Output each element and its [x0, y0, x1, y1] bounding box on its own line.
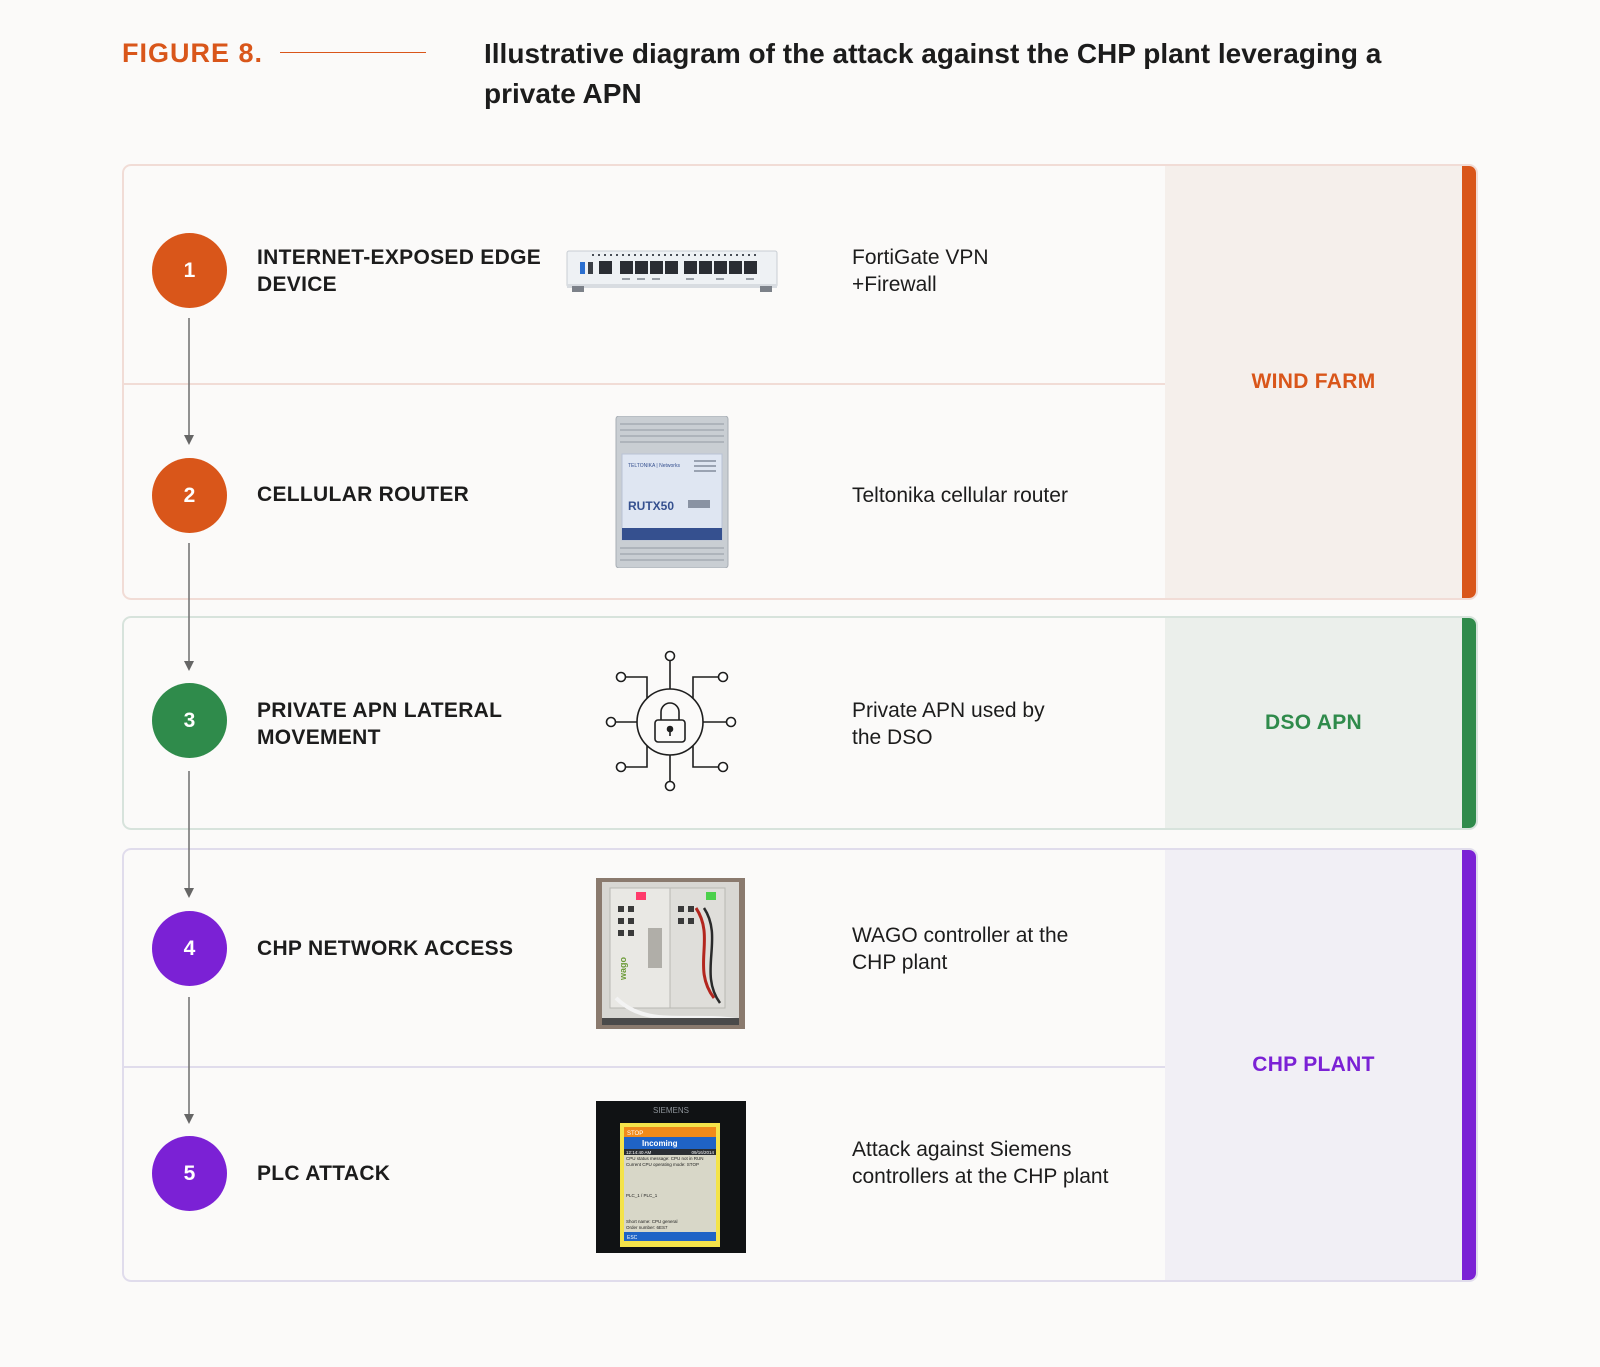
step-number-2: 2 — [152, 458, 227, 533]
step-number-5: 5 — [152, 1136, 227, 1211]
plc-status-text: STOP — [627, 1131, 643, 1137]
plc-brand-text: SIEMENS — [653, 1106, 689, 1115]
firewall-appliance-icon — [566, 250, 778, 292]
figure-rule — [280, 52, 426, 53]
router-brand-text: TELTONIKA | Networks — [628, 463, 680, 469]
step-number-3: 3 — [152, 683, 227, 758]
row-divider — [124, 383, 1165, 385]
zone-chp-plant: CHP PLANT — [122, 848, 1478, 1282]
figure-title: Illustrative diagram of the attack again… — [484, 38, 1382, 109]
plc-order-text: Order number: 6ES7 — [626, 1225, 668, 1230]
figure-label: FIGURE 8. — [122, 38, 264, 68]
zone-label-chp-plant: CHP PLANT — [1165, 850, 1462, 1280]
plc-name-text: PLC_1 / PLC_1 — [626, 1193, 658, 1198]
step-number-1: 1 — [152, 233, 227, 308]
step-label-4: CHP NETWORK ACCESS — [257, 937, 514, 960]
cellular-router-icon: TELTONIKA | Networks RUTX50 — [615, 416, 729, 568]
zone-wind-farm: WIND FARM — [122, 164, 1478, 600]
step-description-2: Teltonika cellular router — [852, 484, 1068, 507]
plc-date-text: 09/16/2014 — [691, 1150, 714, 1155]
plc-heading-text: Incoming — [642, 1139, 678, 1148]
step-number-4: 4 — [152, 911, 227, 986]
zone-label-dso-apn: DSO APN — [1165, 618, 1462, 828]
svg-text:wago: wago — [618, 956, 628, 981]
siemens-plc-screen-icon: SIEMENS STOP Incoming 12:14:40 AM 09/16/… — [596, 1101, 746, 1253]
network-lock-icon — [605, 650, 737, 792]
step-label-3: PRIVATE APN LATERAL MOVEMENT — [257, 699, 502, 749]
zone-accent-bar — [1462, 618, 1476, 828]
plc-message-text: CPU status message: CPU not in RUN Curre… — [626, 1156, 704, 1167]
step-label-1: INTERNET-EXPOSED EDGE DEVICE — [257, 246, 542, 296]
step-description-5: Attack against Siemens controllers at th… — [852, 1138, 1109, 1188]
wago-controller-icon: wago — [596, 878, 745, 1029]
step-description-4: WAGO controller at the CHP plant — [852, 924, 1069, 974]
step-label-2: CELLULAR ROUTER — [257, 483, 470, 506]
plc-short-name-text: Short name: CPU general — [626, 1219, 678, 1224]
plc-esc-text: ESC — [627, 1235, 638, 1241]
zone-accent-bar — [1462, 166, 1476, 598]
zone-dso-apn: DSO APN — [122, 616, 1478, 830]
zone-accent-bar — [1462, 850, 1476, 1280]
step-description-3: Private APN used by the DSO — [852, 699, 1045, 749]
step-description-1: FortiGate VPN +Firewall — [852, 246, 989, 296]
plc-time-text: 12:14:40 AM — [626, 1150, 652, 1155]
zone-label-wind-farm: WIND FARM — [1165, 166, 1462, 598]
step-label-5: PLC ATTACK — [257, 1162, 391, 1185]
row-divider — [124, 1066, 1165, 1068]
router-model-text: RUTX50 — [628, 499, 674, 513]
